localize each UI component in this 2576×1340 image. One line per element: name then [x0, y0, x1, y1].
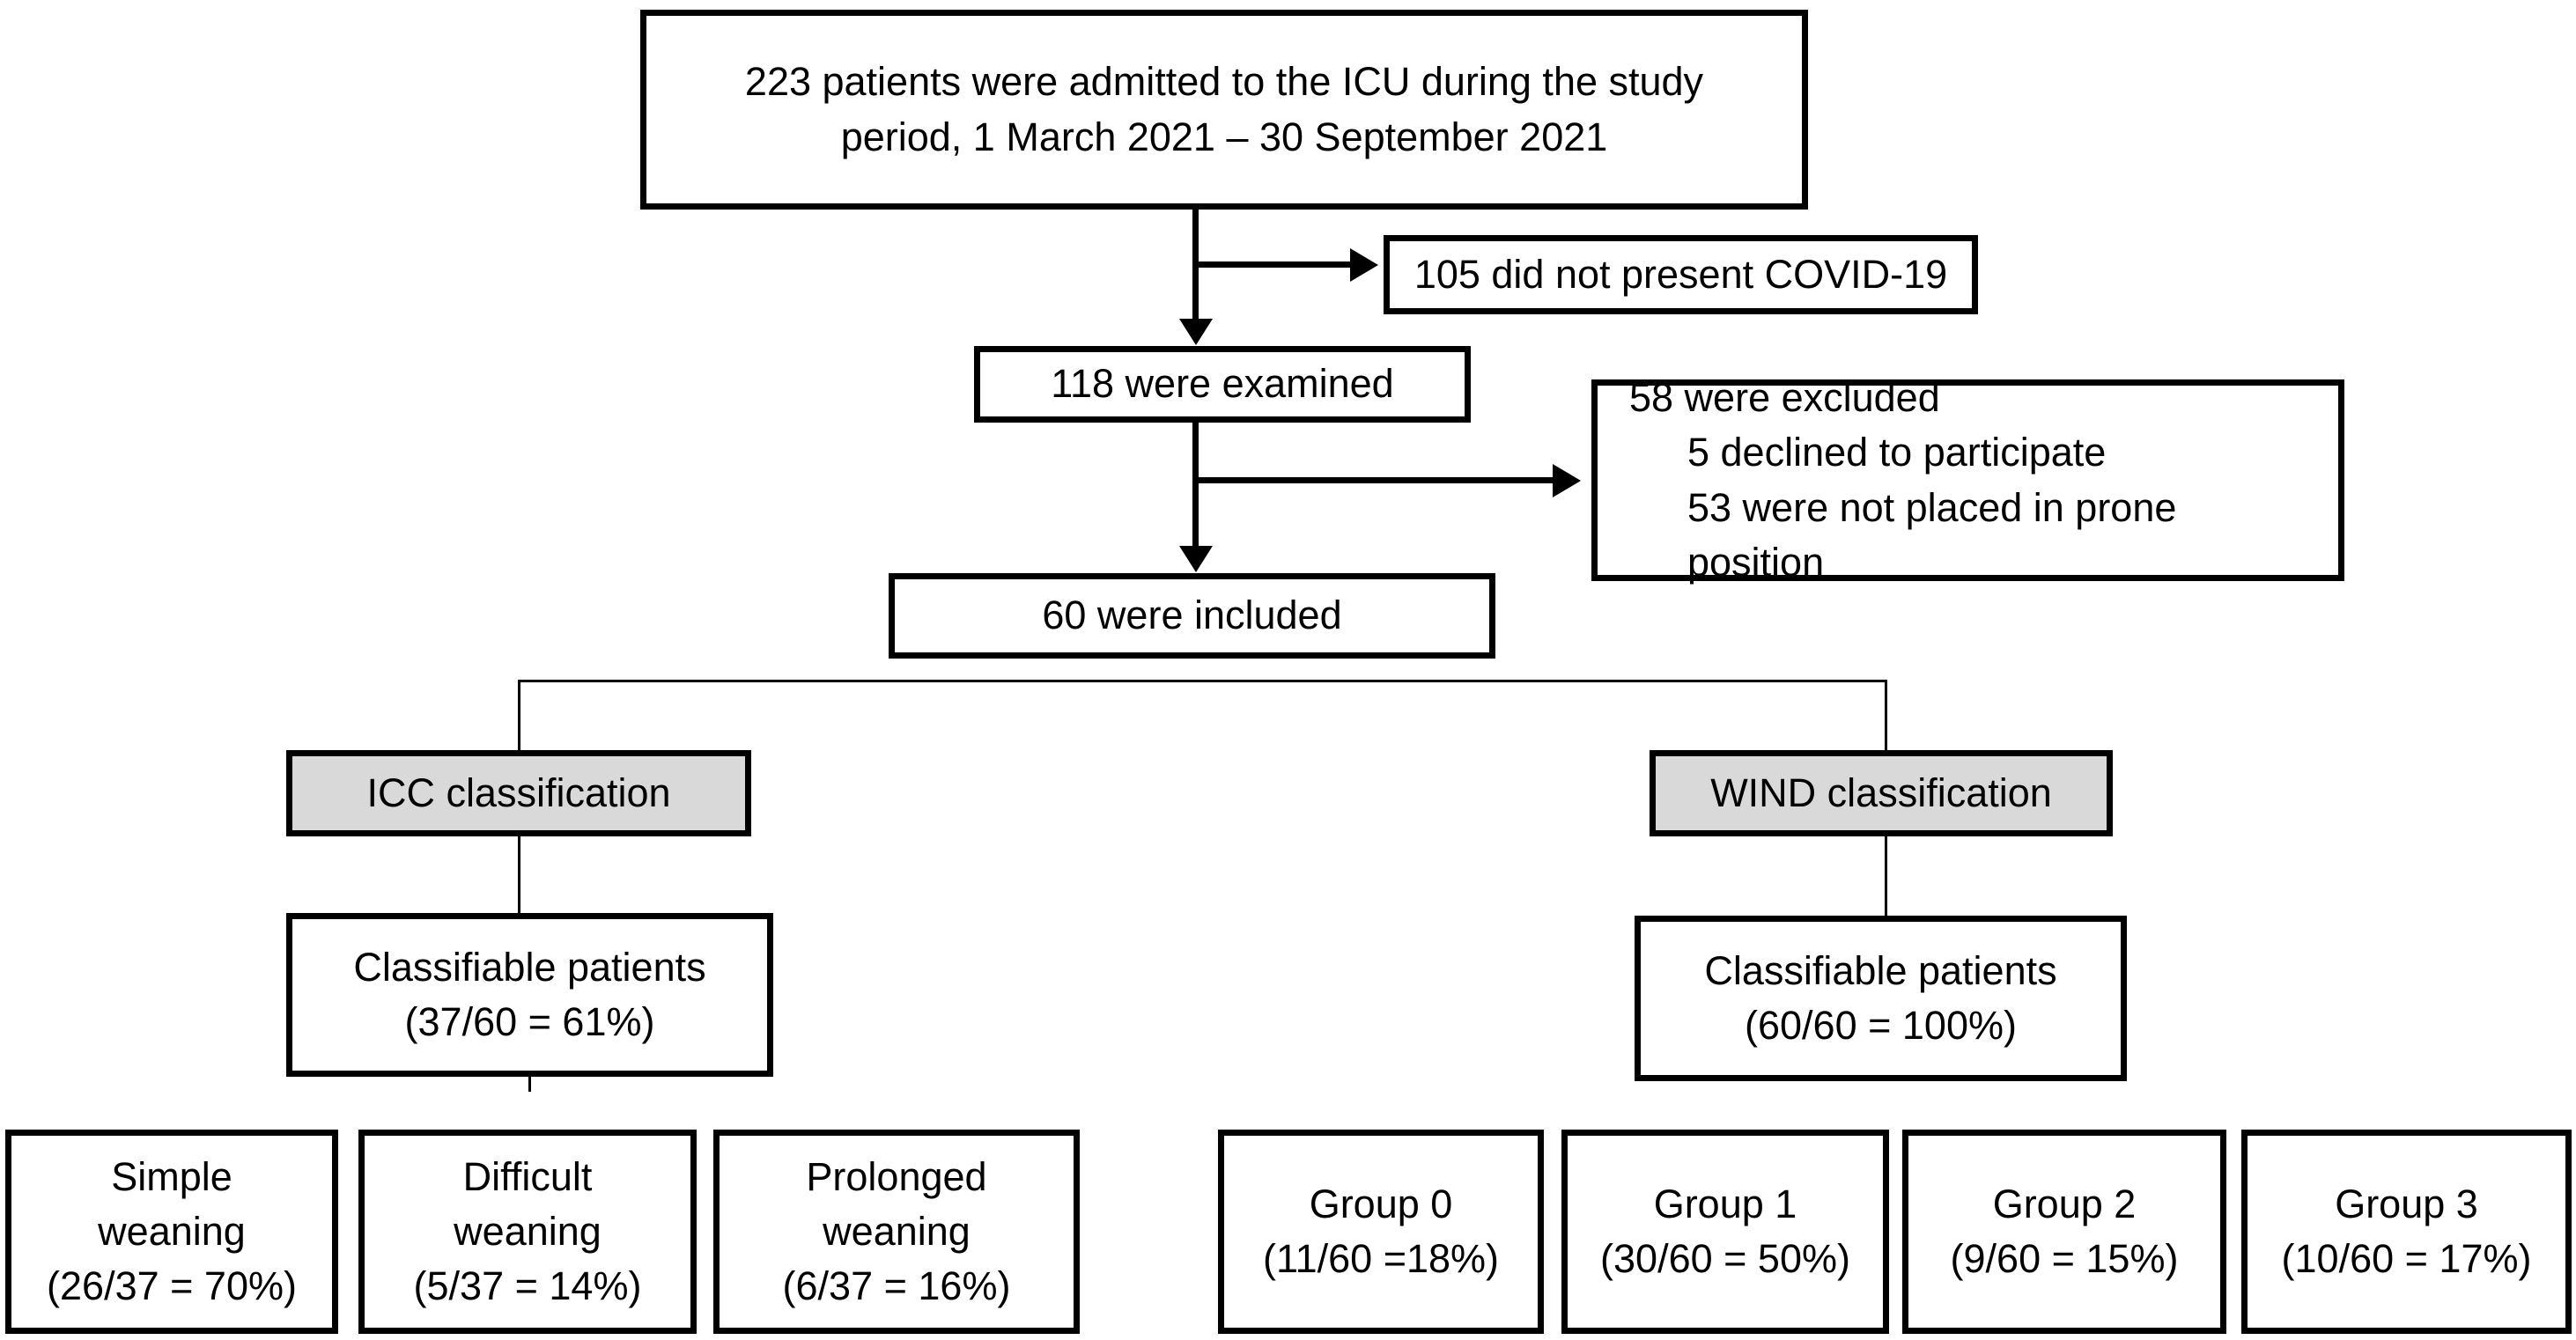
- box-examined: 118 were examined: [974, 346, 1471, 423]
- excluded-line-3: 53 were not placed in prone position: [1687, 484, 2177, 585]
- group-2-line-1: Group 2: [1992, 1181, 2137, 1226]
- connector-wind-classifiable-line: [1885, 836, 1887, 916]
- box-group-2: Group 2 (9/60 = 15%): [1902, 1130, 2226, 1334]
- box-simple-weaning: Simple weaning (26/37 = 70%): [5, 1130, 338, 1334]
- difficult-weaning-line-1: Difficult: [462, 1153, 593, 1199]
- group-0-line-2: (11/60 =18%): [1262, 1236, 1500, 1281]
- excluded-line-2: 5 declined to participate: [1687, 430, 2107, 475]
- difficult-weaning-line-3: (5/37 = 14%): [413, 1263, 642, 1309]
- prolonged-weaning-line-3: (6/37 = 16%): [782, 1263, 1011, 1309]
- classifiable-wind-line-1: Classifiable patients: [1704, 947, 2057, 993]
- admitted-line-1: 223 patients were admitted to the ICU du…: [744, 59, 1704, 105]
- prolonged-weaning-line-1: Prolonged: [806, 1153, 987, 1199]
- group-3-line-2: (10/60 = 17%): [2281, 1236, 2532, 1281]
- connector-branch-excluded-line: [1195, 477, 1554, 483]
- box-not-covid: 105 did not present COVID-19: [1384, 235, 1978, 314]
- arrowhead-right-excluded-icon: [1553, 464, 1581, 497]
- box-group-3: Group 3 (10/60 = 17%): [2241, 1130, 2572, 1334]
- connector-split-right-line: [1885, 680, 1887, 752]
- connector-icc-classifiable-line: [518, 836, 520, 913]
- classifiable-icc-line-1: Classifiable patients: [353, 944, 706, 990]
- box-difficult-weaning: Difficult weaning (5/37 = 14%): [358, 1130, 697, 1334]
- simple-weaning-line-3: (26/37 = 70%): [47, 1263, 297, 1309]
- connector-split-horizontal-line: [518, 680, 1887, 682]
- examined-text: 118 were examined: [1051, 361, 1394, 407]
- box-group-1: Group 1 (30/60 = 50%): [1561, 1130, 1889, 1334]
- group-2-line-2: (9/60 = 15%): [1950, 1236, 2179, 1281]
- wind-classification-text: WIND classification: [1710, 769, 2052, 815]
- prolonged-weaning-line-2: weaning: [823, 1208, 971, 1254]
- included-text: 60 were included: [1042, 593, 1342, 638]
- box-included: 60 were included: [889, 573, 1495, 659]
- arrowhead-down-included-icon: [1179, 546, 1213, 572]
- box-admitted: 223 patients were admitted to the ICU du…: [640, 10, 1808, 210]
- connector-branch-notcovid-line: [1195, 261, 1352, 268]
- box-classifiable-wind: Classifiable patients (60/60 = 100%): [1635, 916, 2127, 1081]
- classifiable-wind-line-2: (60/60 = 100%): [1745, 1003, 2017, 1048]
- group-3-line-1: Group 3: [2335, 1181, 2478, 1226]
- arrowhead-right-notcovid-icon: [1350, 248, 1378, 282]
- connector-classifiable-icc-stub-line: [528, 1077, 531, 1092]
- box-classifiable-icc: Classifiable patients (37/60 = 61%): [286, 913, 773, 1077]
- difficult-weaning-line-2: weaning: [454, 1208, 602, 1254]
- box-wind-classification: WIND classification: [1650, 750, 2113, 836]
- admitted-line-2: period, 1 March 2021 – 30 September 2021: [840, 114, 1608, 159]
- connector-split-left-line: [518, 680, 520, 752]
- box-prolonged-weaning: Prolonged weaning (6/37 = 16%): [713, 1130, 1080, 1334]
- box-group-0: Group 0 (11/60 =18%): [1218, 1130, 1544, 1334]
- group-1-line-2: (30/60 = 50%): [1600, 1236, 1850, 1281]
- excluded-line-1: 58 were excluded: [1629, 375, 1940, 421]
- not-covid-text: 105 did not present COVID-19: [1413, 251, 1948, 297]
- box-icc-classification: ICC classification: [286, 750, 751, 836]
- arrowhead-down-examined-icon: [1179, 319, 1213, 345]
- box-excluded: 58 were excluded 5 declined to participa…: [1591, 375, 2344, 585]
- connector-examined-included-line: [1192, 423, 1199, 549]
- simple-weaning-line-1: Simple: [111, 1153, 233, 1199]
- classifiable-icc-line-2: (37/60 = 61%): [404, 999, 655, 1044]
- simple-weaning-line-2: weaning: [98, 1208, 246, 1254]
- icc-classification-text: ICC classification: [366, 769, 671, 815]
- group-0-line-1: Group 0: [1309, 1181, 1453, 1226]
- group-1-line-1: Group 1: [1653, 1181, 1797, 1226]
